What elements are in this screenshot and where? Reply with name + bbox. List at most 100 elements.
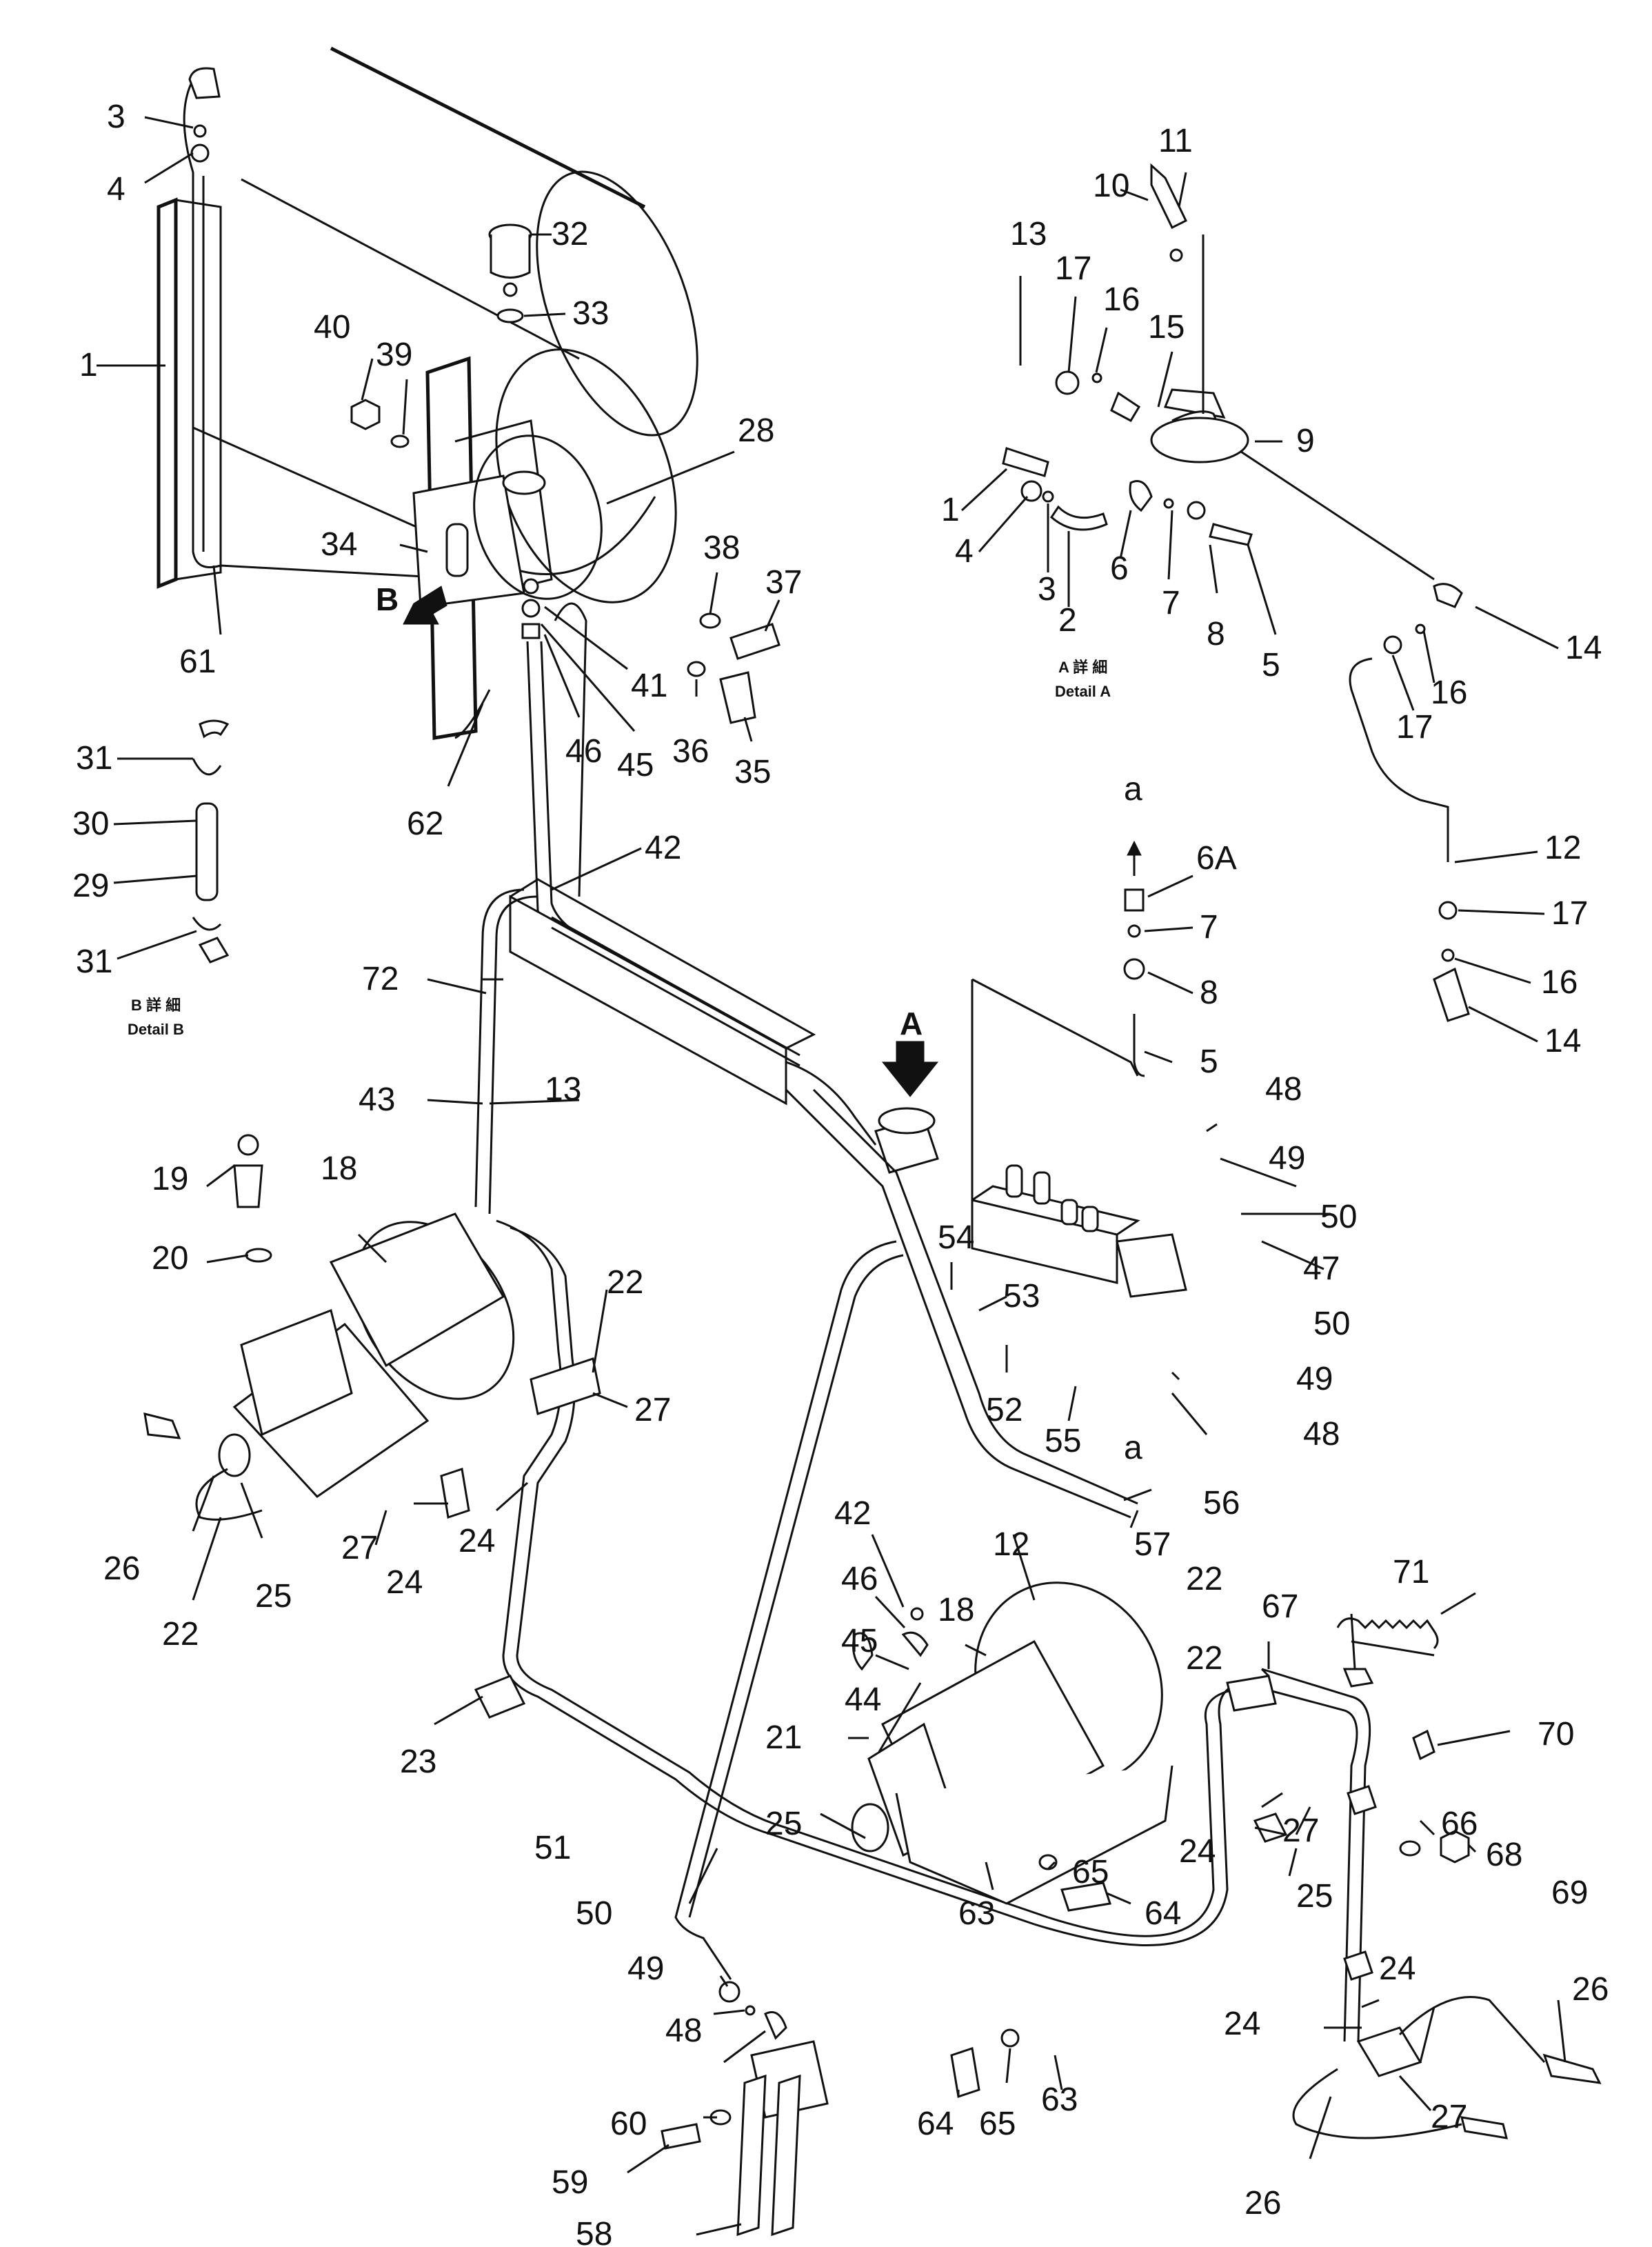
label-33: 33 bbox=[572, 295, 609, 332]
label-27: 27 bbox=[341, 1530, 378, 1566]
label-31-top: 31 bbox=[76, 740, 112, 777]
left-brake-chamber bbox=[218, 1134, 515, 1498]
label-a: a bbox=[1124, 771, 1142, 808]
label-5: 5 bbox=[1262, 647, 1280, 683]
part-number-labels: 3 4 1 32 33 40 39 28 34 38 37 61 41 46 3… bbox=[72, 99, 1609, 2247]
label-59: 59 bbox=[552, 2164, 588, 2201]
label-45: 45 bbox=[841, 1623, 878, 1659]
arrow-a-letter: A bbox=[900, 1006, 923, 1041]
tank-end-cylinder bbox=[473, 435, 603, 600]
label-32: 32 bbox=[552, 216, 588, 252]
label-71: 71 bbox=[1393, 1554, 1429, 1590]
label-16: 16 bbox=[1541, 964, 1578, 1001]
label-62: 62 bbox=[407, 806, 443, 842]
label-4: 4 bbox=[107, 171, 125, 208]
label-26: 26 bbox=[103, 1550, 140, 1587]
label-18: 18 bbox=[938, 1592, 974, 1628]
label-14: 14 bbox=[1565, 630, 1602, 666]
leader-lines-bottom bbox=[434, 1534, 1567, 2236]
label-49: 49 bbox=[1269, 1140, 1305, 1177]
label-31-bottom: 31 bbox=[76, 943, 112, 980]
right-brake-chamber bbox=[851, 1581, 1173, 1905]
label-42: 42 bbox=[834, 1495, 871, 1532]
label-27: 27 bbox=[1282, 1812, 1319, 1849]
label-a: a bbox=[1124, 1430, 1142, 1466]
label-4: 4 bbox=[955, 533, 974, 570]
arrow-b-letter: B bbox=[376, 581, 399, 617]
right-branch-pipes bbox=[1226, 1668, 1602, 2139]
label-6: 6 bbox=[1110, 550, 1129, 587]
pipe-51 bbox=[674, 1240, 897, 1980]
label-16: 16 bbox=[1103, 281, 1140, 318]
label-12: 12 bbox=[993, 1526, 1029, 1563]
label-22: 22 bbox=[607, 1264, 643, 1301]
label-48: 48 bbox=[1303, 1416, 1340, 1452]
label-57: 57 bbox=[1134, 1526, 1171, 1563]
label-27: 27 bbox=[1431, 2099, 1467, 2135]
label-46: 46 bbox=[841, 1561, 878, 1597]
label-65: 65 bbox=[979, 2106, 1016, 2142]
label-67: 67 bbox=[1262, 1588, 1298, 1625]
nut-washer-40-39 bbox=[350, 399, 410, 448]
leader-lines-right bbox=[950, 172, 1559, 1528]
leader-lines bbox=[97, 116, 780, 1601]
label-61: 61 bbox=[179, 643, 216, 680]
label-17: 17 bbox=[1551, 895, 1588, 932]
label-13: 13 bbox=[1010, 216, 1047, 252]
diagram-drawing bbox=[97, 46, 1602, 2237]
label-19: 19 bbox=[152, 1161, 188, 1197]
label-34: 34 bbox=[321, 526, 357, 563]
label-5: 5 bbox=[1200, 1043, 1218, 1080]
label-11: 11 bbox=[1158, 123, 1193, 159]
label-42: 42 bbox=[645, 830, 681, 866]
label-50: 50 bbox=[1320, 1199, 1357, 1235]
brake-valve-a bbox=[785, 1061, 1138, 1519]
label-66: 66 bbox=[1441, 1806, 1478, 1842]
view-arrow-b bbox=[403, 586, 447, 625]
label-35: 35 bbox=[734, 754, 771, 790]
label-30: 30 bbox=[72, 806, 109, 842]
label-48: 48 bbox=[665, 2013, 702, 2049]
label-25: 25 bbox=[765, 1806, 802, 1842]
label-24: 24 bbox=[386, 1564, 423, 1601]
detail-a-caption-jp: A 詳 細 bbox=[1058, 659, 1107, 676]
part-6a-column bbox=[1123, 840, 1145, 980]
manifold-block bbox=[971, 1164, 1187, 1298]
label-55: 55 bbox=[1045, 1423, 1081, 1459]
label-52: 52 bbox=[986, 1392, 1023, 1428]
bracket-plate-left bbox=[157, 197, 222, 589]
detail-b-caption-en: Detail B bbox=[128, 1021, 184, 1038]
label-54: 54 bbox=[938, 1219, 974, 1256]
label-24: 24 bbox=[1379, 1950, 1416, 1987]
return-spring bbox=[1336, 1617, 1439, 1657]
washer-nut-68-69 bbox=[1399, 1830, 1470, 1864]
label-64: 64 bbox=[1145, 1895, 1181, 1932]
label-25: 25 bbox=[255, 1578, 292, 1615]
label-16: 16 bbox=[1431, 675, 1467, 711]
label-7: 7 bbox=[1200, 909, 1218, 946]
label-43: 43 bbox=[359, 1081, 395, 1118]
label-8: 8 bbox=[1207, 616, 1225, 652]
label-24: 24 bbox=[1224, 2006, 1260, 2042]
detail-a-fittings bbox=[1002, 163, 1470, 1022]
drain-valve bbox=[412, 470, 546, 608]
label-6A: 6A bbox=[1196, 840, 1237, 877]
pipe-clamp-bracket bbox=[509, 878, 816, 1106]
label-47: 47 bbox=[1303, 1250, 1340, 1287]
relief-valve bbox=[488, 223, 532, 323]
detail-captions: A 詳 細 Detail A B 詳 細 Detail B A B bbox=[128, 581, 1111, 1041]
label-44: 44 bbox=[845, 1681, 881, 1718]
label-25: 25 bbox=[1296, 1878, 1333, 1915]
label-65: 65 bbox=[1072, 1854, 1109, 1890]
label-49: 49 bbox=[1296, 1361, 1333, 1397]
bolt-67-bracket-70 bbox=[1342, 1668, 1436, 1761]
label-26: 26 bbox=[1245, 2185, 1281, 2221]
label-63: 63 bbox=[958, 1895, 995, 1932]
pipe-5-assembly bbox=[971, 978, 1145, 1214]
detail-a-caption-en: Detail A bbox=[1055, 683, 1111, 700]
label-22: 22 bbox=[162, 1616, 199, 1652]
label-7: 7 bbox=[1162, 585, 1180, 621]
label-1: 1 bbox=[941, 492, 960, 528]
label-50: 50 bbox=[576, 1895, 612, 1932]
label-38: 38 bbox=[703, 530, 740, 566]
